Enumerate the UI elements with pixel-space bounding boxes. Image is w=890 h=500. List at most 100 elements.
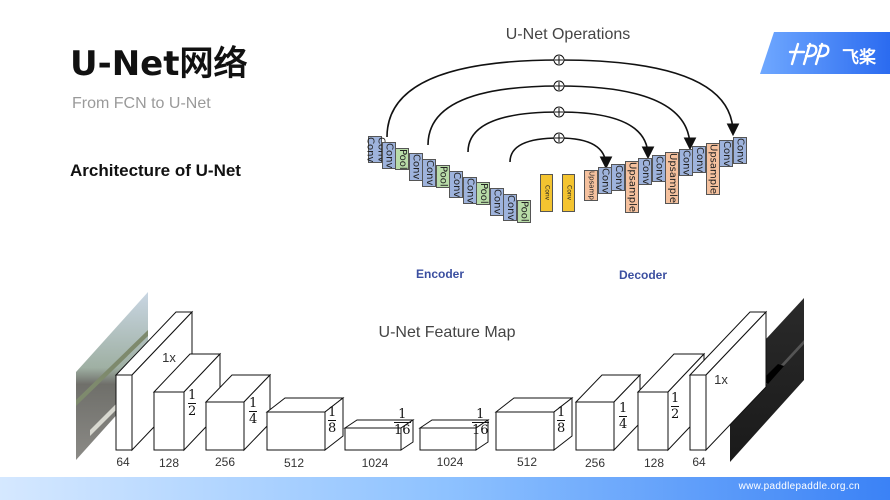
operations-title: U-Net Operations <box>505 26 631 43</box>
block-label: Conv <box>491 189 503 215</box>
block-label: Conv <box>640 159 651 185</box>
fraction-numerator: 1 <box>249 396 258 411</box>
block-label: Conv <box>505 195 516 221</box>
footer-url: www.paddlepaddle.org.cn <box>738 481 860 492</box>
feature-cube-5 <box>343 419 415 451</box>
fraction-denominator: 8 <box>328 421 337 436</box>
channel-label: 128 <box>643 456 665 470</box>
block-label: Conv <box>451 171 462 198</box>
block-label: Conv <box>464 177 476 203</box>
fraction-denominator: 16 <box>472 423 489 438</box>
scale-label: 1x <box>714 372 728 387</box>
logo-text: 飞桨 <box>842 48 876 68</box>
encoder-block-2: Conv <box>381 141 396 170</box>
feature-cube-10 <box>688 310 768 452</box>
channel-label: 512 <box>516 455 538 469</box>
channel-label: 256 <box>584 456 606 470</box>
fraction-numerator: 1 <box>398 407 407 422</box>
fraction-numerator: 1 <box>476 407 485 422</box>
fraction-denominator: 2 <box>671 407 680 422</box>
channel-label: 64 <box>116 455 130 469</box>
block-label: Conv <box>410 154 422 180</box>
channel-label: 256 <box>214 455 236 469</box>
section-label: Architecture of U-Net <box>70 161 241 180</box>
channel-label: 512 <box>283 456 305 470</box>
channel-label: 64 <box>692 455 706 469</box>
block-label: Upsample <box>707 144 719 195</box>
slide-title: U-Net网络 <box>70 44 248 84</box>
paddle-logo: 飞桨 <box>760 32 890 74</box>
paddle-icon <box>788 42 830 66</box>
block-label: Conv <box>599 168 611 194</box>
block-label: Conv <box>721 141 732 167</box>
fraction-numerator: 1 <box>557 405 566 420</box>
feature-cube-8 <box>574 373 642 452</box>
block-label: Conv <box>376 137 387 162</box>
block-label: Conv <box>383 142 395 169</box>
encoder-label: Encoder <box>415 267 464 281</box>
scale-label: 1x <box>162 350 176 365</box>
slide-subtitle: From FCN to U-Net <box>72 95 211 112</box>
fraction-denominator: 4 <box>619 417 628 432</box>
fraction-numerator: 1 <box>671 391 680 406</box>
block-label: Conv <box>613 165 624 191</box>
channel-label: 128 <box>158 456 180 470</box>
fraction-denominator: 16 <box>394 423 411 438</box>
feature-map-title: U-Net Feature Map <box>378 324 516 341</box>
feature-cube-6 <box>418 419 490 451</box>
fraction-denominator: 8 <box>557 421 566 436</box>
fraction-numerator: 1 <box>619 401 628 416</box>
block-label: Pool <box>518 200 530 222</box>
block-label: Conv <box>364 137 376 163</box>
feature-cube-3 <box>204 373 272 452</box>
fraction-bar <box>394 422 411 423</box>
footer-bar <box>0 477 890 500</box>
fraction-bar <box>328 420 337 421</box>
block-label: Pool <box>478 183 489 205</box>
fraction-bar <box>472 422 489 423</box>
fraction-bar <box>188 403 197 404</box>
logo-banner <box>760 32 890 74</box>
block-label: Upsample <box>626 162 638 213</box>
decoder-block-10: Upsample <box>705 143 720 196</box>
fraction-bar <box>619 416 628 417</box>
decoder-block-3: Conv <box>611 164 625 192</box>
encoder-block-9: Pool <box>476 182 490 206</box>
fraction-numerator: 1 <box>328 405 337 420</box>
block-label: Pool <box>437 166 449 187</box>
block-label: Upsample <box>667 153 678 204</box>
encoder-block-12: Pool <box>516 199 531 223</box>
block-label: Conv <box>694 147 705 173</box>
block-label: Conv <box>734 138 746 164</box>
channel-label: 1024 <box>361 456 389 470</box>
fraction-numerator: 1 <box>188 388 197 403</box>
fraction-denominator: 2 <box>188 404 197 419</box>
feature-cube-1 <box>114 310 194 452</box>
fraction-bar <box>557 420 566 421</box>
fraction-denominator: 4 <box>249 412 258 427</box>
block-label: Conv <box>565 185 573 201</box>
feature-cube-4 <box>265 396 345 452</box>
fraction-bar <box>671 406 680 407</box>
decoder-block-12: Conv <box>732 137 747 165</box>
bottleneck-block-2: Conv <box>562 174 575 212</box>
block-label: Pool <box>397 148 408 170</box>
channel-label: 1024 <box>436 455 464 469</box>
bottleneck-block-1: Conv <box>540 174 553 212</box>
block-label: Upsamp <box>587 171 596 200</box>
decoder-label: Decoder <box>618 268 668 282</box>
block-label: Conv <box>424 160 435 186</box>
fraction-bar <box>249 411 258 412</box>
block-label: Conv <box>543 185 551 201</box>
feature-cube-7 <box>494 396 574 452</box>
